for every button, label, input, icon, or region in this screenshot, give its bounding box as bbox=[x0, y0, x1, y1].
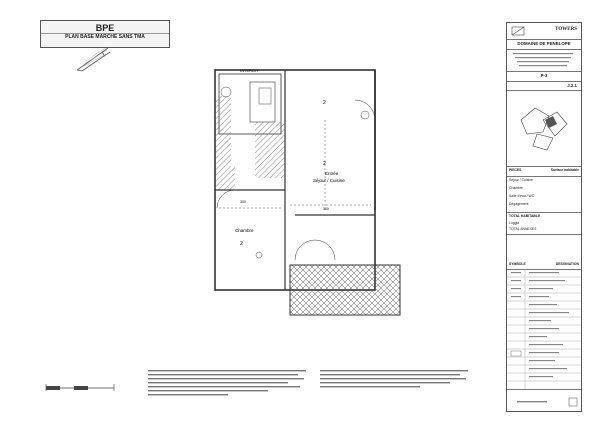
ref-row: J.2.1 bbox=[507, 81, 581, 91]
total-label: TOTAL HABITABLE bbox=[509, 214, 541, 218]
scale-bar-icon bbox=[45, 384, 115, 391]
project-name: DOMAINE DE PENELOPE bbox=[517, 41, 571, 46]
areas-body: Séjour / Cuisine Chambre Salle d'eau / W… bbox=[507, 176, 581, 213]
stamp-subtitle: PLAN BASE MARCHE SANS TMA bbox=[65, 34, 145, 40]
room-main-label-2: Séjour / Cuisine bbox=[313, 178, 345, 183]
room-main-label-1: Entrée bbox=[325, 171, 339, 176]
dim-1: 300 bbox=[240, 200, 246, 204]
plan-stamp: BPE PLAN BASE MARCHE SANS TMA bbox=[40, 20, 170, 48]
plan-ref: J.2.1 bbox=[567, 83, 577, 88]
room-main-id: 2 bbox=[323, 161, 326, 167]
areas-header: PIECES Surface habitable bbox=[507, 166, 581, 177]
areas-totals: TOTAL HABITABLE Loggia TOTAL ANNEXES bbox=[507, 212, 581, 235]
pen-icon bbox=[76, 47, 111, 72]
legend-header-right: DESIGNATION bbox=[555, 262, 579, 266]
key-plan-icon bbox=[520, 107, 568, 151]
company-name: TOWERS bbox=[555, 27, 577, 32]
room-top-id: 2 bbox=[323, 100, 326, 106]
areas-header-left: PIECES bbox=[509, 168, 522, 172]
footer-row bbox=[507, 389, 581, 411]
legend-body bbox=[507, 269, 581, 390]
legend-header: SYMBOLE DESIGNATION bbox=[507, 260, 581, 270]
notes-block-right bbox=[320, 370, 468, 388]
dim-2: 300 bbox=[323, 207, 329, 211]
stamp-title: BPE bbox=[95, 23, 115, 33]
company-header: TOWERS bbox=[507, 23, 581, 40]
plan-top-label: INTERDIT bbox=[240, 68, 259, 73]
room-bedroom-id: 2 bbox=[240, 241, 243, 247]
lot-row: P-3 bbox=[507, 71, 581, 82]
legend-header-left: SYMBOLE bbox=[509, 262, 526, 266]
key-plan bbox=[507, 90, 581, 167]
title-block: TOWERS DOMAINE DE PENELOPE P-3 J.2.1 PI bbox=[506, 22, 582, 412]
stamp-divider bbox=[41, 33, 169, 34]
legend-rows bbox=[507, 269, 581, 389]
extra-label: TOTAL ANNEXES bbox=[509, 227, 537, 231]
address-row bbox=[507, 49, 581, 72]
area-row-label: Dégagement bbox=[509, 202, 529, 206]
floor-plan: INTERDIT 2 Entrée Séjour / Cuisine 2 Cha… bbox=[214, 68, 401, 316]
company-logo-icon bbox=[511, 26, 525, 36]
lot-number: P-3 bbox=[540, 73, 548, 78]
room-bedroom: Chambre bbox=[235, 228, 254, 233]
areas-header-right: Surface habitable bbox=[550, 168, 579, 172]
terrace-label: Loggia bbox=[509, 221, 520, 225]
area-row-label: Chambre bbox=[509, 186, 523, 190]
project-row: DOMAINE DE PENELOPE bbox=[507, 39, 581, 50]
area-row-label: Salle d'eau / WC bbox=[509, 194, 535, 198]
area-row-label: Séjour / Cuisine bbox=[509, 178, 533, 182]
notes-block-left bbox=[148, 370, 306, 396]
